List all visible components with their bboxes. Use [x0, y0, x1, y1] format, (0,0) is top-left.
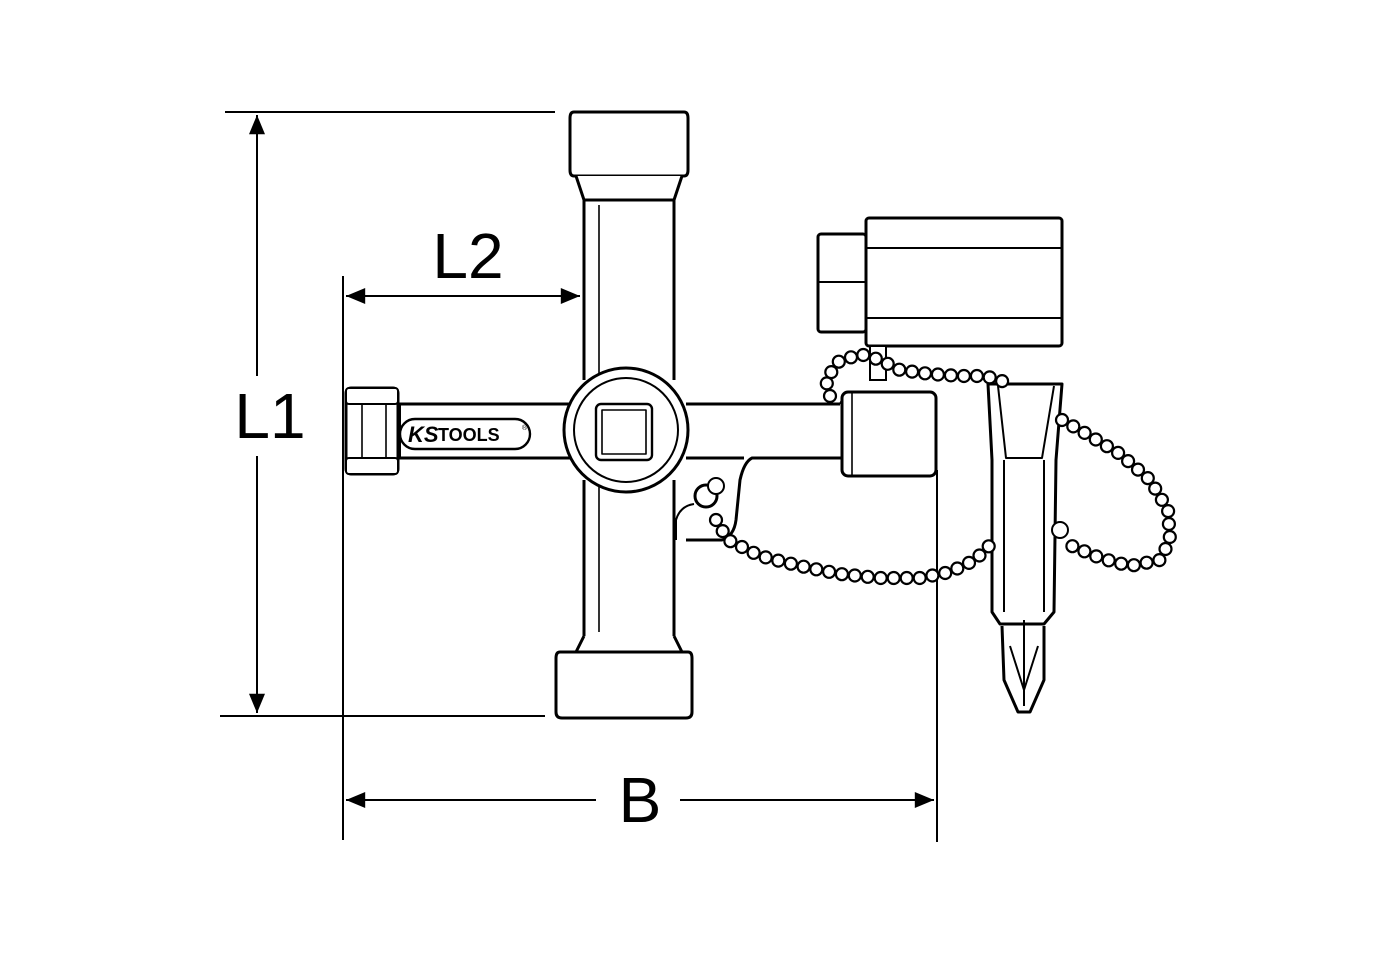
label-b: B [619, 764, 662, 836]
chain-bead [821, 564, 837, 579]
brand-logo-suffix: TOOLS [438, 425, 500, 445]
vertical-shaft [582, 200, 676, 636]
top-socket [568, 110, 690, 202]
chain-bead [1099, 439, 1115, 454]
chain-bead [880, 356, 895, 371]
chain-bead [1160, 504, 1176, 519]
chain-bead [961, 555, 977, 571]
chain-bead [899, 570, 914, 586]
label-l2: L2 [432, 220, 503, 292]
chain-bead [824, 365, 839, 380]
chain-bead [1126, 558, 1142, 573]
chain-bead [925, 568, 940, 583]
chain-bead [758, 550, 773, 565]
cross-key [344, 110, 938, 720]
dimension-l1 [220, 111, 555, 717]
chain-bead [715, 523, 730, 539]
chain-bead [831, 354, 846, 369]
chain-bead [938, 565, 953, 581]
chain-bead [819, 376, 834, 391]
chain-bead [1054, 412, 1070, 428]
chain-bead [1114, 556, 1129, 571]
chain-anchor [675, 477, 725, 540]
chain-bead [1077, 544, 1092, 559]
chain-bead [1066, 419, 1081, 434]
chain-bead [930, 367, 946, 382]
chain-bead [796, 559, 811, 574]
chain-bead [972, 548, 987, 563]
brand-logo-prefix: KS [408, 422, 439, 447]
bottom-socket [554, 635, 694, 720]
chain-bead [981, 539, 996, 554]
chain-bead [834, 567, 850, 582]
chain-bead [982, 370, 997, 385]
chain-bead [1148, 481, 1163, 496]
chain-bead [1139, 555, 1154, 570]
chain-bead [783, 556, 799, 571]
chain-bead [1077, 425, 1092, 440]
chain-bead [904, 364, 920, 379]
dimension-l2 [342, 276, 580, 840]
ball-chain [708, 347, 1177, 586]
chain-bead [943, 368, 959, 383]
chain-bead [969, 368, 985, 384]
chain-bead [868, 351, 883, 366]
brand-logo: KS TOOLS ® [398, 417, 532, 451]
chain-bead [856, 347, 871, 363]
chain-bead [1110, 445, 1126, 460]
chain-bead [1089, 549, 1104, 564]
chain-bead [1120, 454, 1136, 469]
chain-bead [1065, 539, 1080, 554]
screwdriver-bit [986, 382, 1069, 714]
chain-bead [771, 553, 786, 568]
chain-bead [1152, 552, 1167, 568]
chain-bead [1161, 516, 1177, 532]
chain-bead [1101, 553, 1116, 568]
chain-bead [892, 362, 907, 377]
chain-bead [1154, 492, 1170, 507]
chain-bead [723, 534, 738, 549]
chain-bead [860, 569, 875, 584]
chain-bead [746, 545, 761, 560]
chain-bead [1140, 471, 1155, 486]
chain-bead [873, 570, 888, 586]
dimension-b [346, 470, 938, 842]
chain-bead [994, 374, 1010, 389]
chain-bead [912, 570, 927, 586]
right-arm [686, 390, 938, 542]
chain-bead [917, 366, 933, 381]
chain-bead [1088, 432, 1103, 447]
chain-bead [1130, 462, 1146, 477]
chain-bead [847, 568, 862, 583]
chain-bead [886, 570, 901, 586]
chain-bead [1162, 529, 1177, 545]
chain-bead [708, 512, 724, 528]
chain-bead [822, 388, 838, 404]
center-hub [562, 366, 690, 494]
brand-logo-registered: ® [522, 424, 528, 432]
chain-bead [1158, 541, 1173, 557]
chain-bead [734, 539, 750, 555]
chain-bead [956, 368, 972, 384]
chain-bead [809, 562, 824, 577]
chain-bead [843, 350, 859, 365]
chain-bead [950, 561, 965, 576]
label-l1: L1 [234, 380, 305, 452]
